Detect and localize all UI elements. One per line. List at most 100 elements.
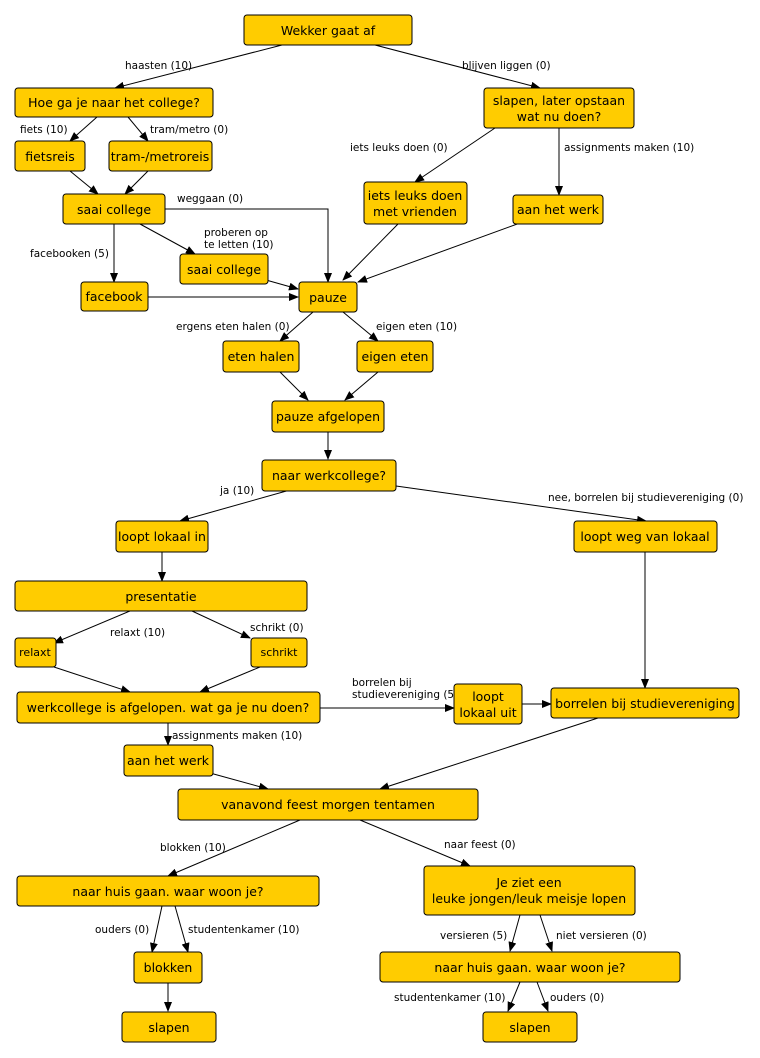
label-facebooken: facebooken (5) — [30, 248, 109, 260]
node-vanavond-feest-morgen-tentamen: vanavond feest morgen tentamen — [177, 788, 479, 821]
text-line: ja (10) — [219, 485, 254, 497]
text-line: naar werkcollege? — [272, 468, 386, 483]
text-line: met vrienden — [373, 204, 457, 219]
text-line: schrikt — [260, 646, 298, 659]
label-versieren: versieren (5) — [440, 930, 507, 942]
label-iets-leuks-doen: iets leuks doen (0) — [350, 142, 448, 154]
text-line: blokken (10) — [160, 842, 226, 854]
edge-huis2-slapen-a — [507, 981, 521, 1012]
text-line: loopt weg van lokaal — [580, 529, 709, 544]
text-line: ouders (0) — [95, 924, 149, 936]
text-line: Je ziet een — [495, 875, 561, 890]
edge-wekker-slapen — [374, 44, 541, 90]
text-line: proberen op — [204, 227, 268, 239]
text-line: facebooken (5) — [30, 248, 109, 260]
node-loopt-weg-van-lokaal: loopt weg van lokaal — [573, 520, 718, 553]
text-line: fietsreis — [25, 149, 75, 164]
svg-text:loopt weg van lokaal: loopt weg van lokaal — [580, 529, 709, 544]
text-line: eten halen — [228, 349, 295, 364]
node-werkcollege-is-afgelopen: werkcollege is afgelopen. wat ga je nu d… — [16, 691, 321, 724]
edge-wc-loopt-in — [179, 489, 291, 523]
label-studentenkamer-1: studentenkamer (10) — [188, 924, 299, 936]
svg-text:presentatie: presentatie — [125, 589, 197, 604]
text-line: saai college — [77, 202, 151, 217]
edge-hoe-fiets — [69, 116, 98, 142]
text-line: loopt lokaal in — [118, 529, 206, 544]
text-line: naar feest (0) — [444, 839, 516, 851]
svg-text:aan het werk: aan het werk — [517, 202, 600, 217]
node-facebook: facebook — [80, 281, 149, 312]
edge-labels: haasten (10) blijven liggen (0) fiets (1… — [20, 60, 743, 1004]
label-ouders-2: ouders (0) — [550, 992, 604, 1004]
text-line: ergens eten halen (0) — [176, 321, 290, 333]
edge-wekker-hoe — [114, 44, 283, 90]
edge-relaxt-wc-af — [53, 666, 131, 693]
svg-text:naar huis gaan. waar woon je?: naar huis gaan. waar woon je? — [434, 960, 625, 975]
text-line: Wekker gaat af — [281, 23, 376, 38]
label-blijven-liggen: blijven liggen (0) — [462, 60, 551, 72]
label-blokken: blokken (10) — [160, 842, 226, 854]
label-weggaan: weggaan (0) — [177, 193, 243, 205]
text-line: aan het werk — [517, 202, 600, 217]
node-relaxt: relaxt — [14, 637, 57, 668]
svg-text:schrikt: schrikt — [260, 646, 298, 659]
text-line: versieren (5) — [440, 930, 507, 942]
text-line: Hoe ga je naar het college? — [28, 95, 200, 110]
label-relaxt: relaxt (10) — [110, 627, 165, 639]
text-line: slapen, later opstaan — [493, 93, 625, 108]
nodes: Wekker gaat af Hoe ga je naar het colleg… — [14, 14, 740, 1043]
node-naar-huis-gaan-2: naar huis gaan. waar woon je? — [379, 951, 681, 983]
edge-pauze-eten — [279, 311, 314, 342]
text-line: saai college — [187, 262, 261, 277]
node-aan-het-werk-1: aan het werk — [512, 194, 604, 225]
text-line: iets leuks doen (0) — [350, 142, 448, 154]
text-line: niet versieren (0) — [556, 930, 647, 942]
edge-saai2-pauze — [265, 279, 299, 291]
svg-text:naar werkcollege?: naar werkcollege? — [272, 468, 386, 483]
edge-huis1-blokken — [150, 905, 163, 953]
text-line: borrelen bij studievereniging — [555, 696, 735, 711]
edge-huis1-blokken2 — [174, 905, 190, 953]
text-line: iets leuks doen — [368, 188, 463, 203]
edge-borrelen-feest — [379, 717, 599, 791]
svg-text:saai college: saai college — [187, 262, 261, 277]
text-line: aan het werk — [127, 753, 210, 768]
label-assignments-maken-1: assignments maken (10) — [564, 142, 694, 154]
edge-presentatie-schrikt — [191, 610, 251, 639]
svg-text:blokken: blokken — [144, 960, 193, 975]
node-presentatie: presentatie — [14, 580, 308, 612]
node-loopt-lokaal-in: loopt lokaal in — [115, 520, 209, 553]
edge-werk-pauze — [357, 222, 521, 283]
text-line: te letten (10) — [204, 239, 274, 251]
text-line: slapen — [509, 1020, 550, 1035]
label-nee: nee, borrelen bij studievereniging (0) — [548, 492, 743, 504]
node-pauze-afgelopen: pauze afgelopen — [271, 400, 385, 433]
label-eigen-eten: eigen eten (10) — [376, 321, 457, 333]
label-niet-versieren: niet versieren (0) — [556, 930, 647, 942]
edge-ziet-huis2a — [508, 914, 521, 952]
text-line: ouders (0) — [550, 992, 604, 1004]
text-line: naar huis gaan. waar woon je? — [434, 960, 625, 975]
node-naar-werkcollege: naar werkcollege? — [261, 459, 397, 492]
text-line: eigen eten — [362, 349, 429, 364]
text-line: haasten (10) — [125, 60, 192, 72]
label-assignments-maken-2: assignments maken (10) — [172, 730, 302, 742]
text-line: blijven liggen (0) — [462, 60, 551, 72]
svg-text:slapen: slapen — [509, 1020, 550, 1035]
svg-text:pauze afgelopen: pauze afgelopen — [276, 409, 380, 424]
node-borrelen-bij-studievereniging: borrelen bij studievereniging — [550, 687, 740, 719]
label-naar-feest: naar feest (0) — [444, 839, 516, 851]
text-line: pauze afgelopen — [276, 409, 380, 424]
edge-fiets-saai1 — [69, 170, 99, 195]
text-line: pauze — [309, 290, 347, 305]
edge-saai1-saai2 — [139, 223, 196, 255]
node-aan-het-werk-2: aan het werk — [123, 744, 214, 777]
text-line: schrikt (0) — [250, 622, 304, 634]
edge-schrikt-wc-af — [199, 666, 261, 693]
